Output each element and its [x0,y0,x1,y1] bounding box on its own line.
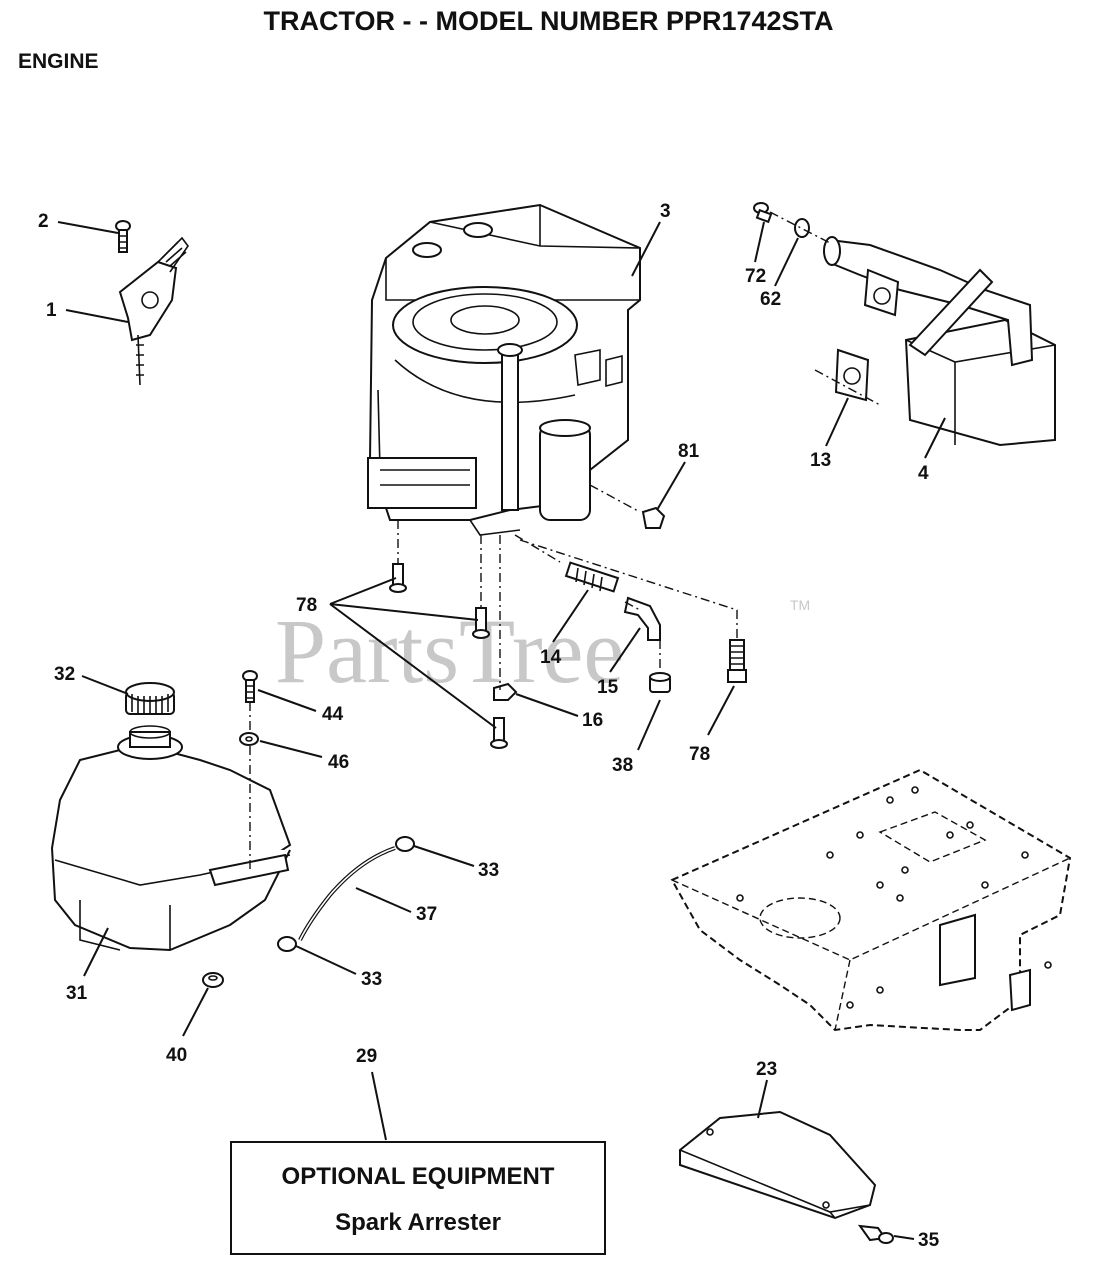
engine-part [367,203,641,536]
bolt-part-72 [753,202,773,224]
hose-clamp-part-upper [395,836,415,852]
callout-15: 15 [597,677,619,698]
callout-81: 81 [678,441,700,462]
washer-part-46 [239,732,259,746]
optional-equipment-box: OPTIONAL EQUIPMENT Spark Arrester [230,1141,606,1255]
bolt-part-78-right [727,639,747,683]
tractor-frame-part [670,768,1072,1032]
watermark-trademark: TM [790,597,810,613]
fuel-line-path [514,484,738,672]
hose-clamp-part-lower [277,936,297,952]
throttle-control-part [118,236,189,386]
muffler-part [823,236,1056,447]
gasket-part-13 [834,348,870,402]
fuel-filter-part-14 [564,561,620,593]
callout-16: 16 [582,710,603,731]
muffler-mount-line [769,211,831,244]
callout-62: 62 [760,289,781,310]
fuel-tank-part [50,725,292,952]
callout-14: 14 [540,647,562,668]
callout-4: 4 [918,463,929,484]
callout-1: 1 [46,300,57,321]
callout-33-upper: 33 [478,860,499,881]
callout-31: 31 [66,983,88,1004]
callout-40: 40 [166,1045,187,1066]
callout-38: 38 [612,755,633,776]
callout-33-lower: 33 [361,969,382,990]
heat-shield-part [679,1110,877,1220]
bolt-part-78-lower [490,717,508,749]
callout-72: 72 [745,266,766,287]
callout-2: 2 [38,211,49,232]
gasket-part-62 [794,218,810,238]
leader-lines [57,221,946,1240]
callout-3: 3 [660,201,671,222]
muffler-gasket-line [814,369,881,406]
callout-78-right: 78 [689,744,710,765]
section-label: ENGINE [18,50,99,73]
callout-78-left: 78 [296,595,317,616]
fuel-cap-part [125,682,175,715]
screw-part-2 [115,220,131,253]
callout-13: 13 [810,450,831,471]
screw-part-44 [242,670,258,703]
bolt-part-78-left [389,563,407,593]
callout-29: 29 [356,1046,377,1067]
fuel-elbow-part-15 [623,596,661,641]
callout-46: 46 [328,752,349,773]
callout-23: 23 [756,1059,777,1080]
bolt-part-78-middle [472,607,490,639]
screw-part-35 [857,1224,894,1244]
optional-equipment-item: Spark Arrester [335,1209,501,1236]
grommet-part-40 [202,972,224,988]
page-title: TRACTOR - - MODEL NUMBER PPR1742STA [263,6,834,36]
callout-35: 35 [918,1230,940,1251]
fuel-hose-part [298,846,396,941]
callout-32: 32 [54,664,75,685]
optional-equipment-title: OPTIONAL EQUIPMENT [281,1163,555,1190]
nut-part-38 [649,672,671,693]
callout-37: 37 [416,904,437,925]
callout-44: 44 [322,704,344,725]
nut-part-81 [641,506,666,529]
